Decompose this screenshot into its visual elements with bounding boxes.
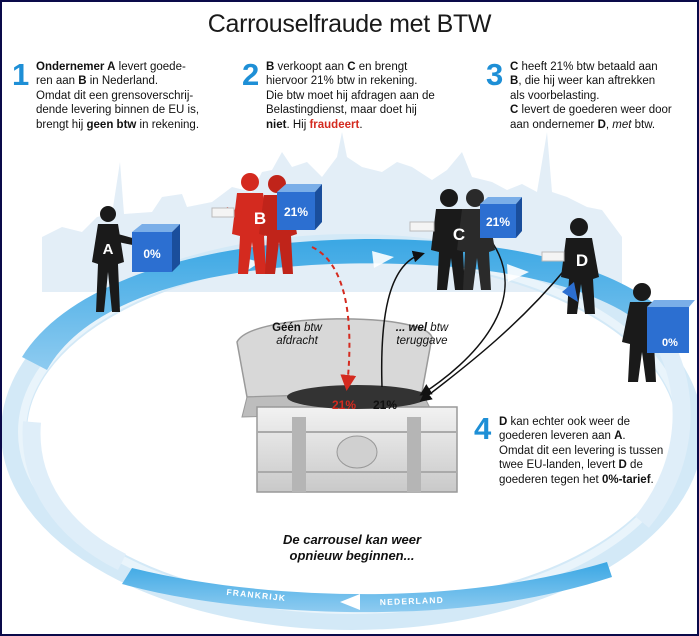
step-1-line2a: ren aan xyxy=(36,75,79,88)
no-vat-remittance-label: Géén btw afdracht xyxy=(252,322,342,348)
package-box-b xyxy=(277,184,322,230)
step-1-line2b: B xyxy=(78,75,87,88)
vat-refund-line2: teruggave xyxy=(396,335,448,347)
step-1-actor: Ondernemer A xyxy=(36,61,116,73)
person-b-label: B xyxy=(254,209,266,228)
step-4-line5c: . xyxy=(650,473,654,486)
chevron-right-icon xyxy=(372,251,394,268)
chevron-left-icon xyxy=(340,594,360,610)
step-2-line3: Die btw moet hij afdragen aan de xyxy=(266,89,435,102)
package-box-a xyxy=(132,224,180,272)
step-4-line4a: twee EU-landen, levert xyxy=(499,459,619,472)
no-vat-bold: Géén xyxy=(272,322,301,334)
step-3-line5b: D xyxy=(597,118,606,131)
person-d-label: D xyxy=(576,251,588,270)
black-vat-amount: 21% xyxy=(373,398,397,412)
step-3-number: 3 xyxy=(486,57,504,92)
step-4-line3: Omdat dit een levering is tussen xyxy=(499,444,664,457)
c-to-chest-arrow xyxy=(419,241,506,396)
vat-refund-label: ... wel btw teruggave xyxy=(377,322,467,348)
step-1-number: 1 xyxy=(12,57,30,92)
step-4-line5b: 0%-tarief xyxy=(601,473,651,486)
closing-line1: De carrousel kan weer xyxy=(282,532,422,547)
step-2-text: B verkoopt aan C en brengt hiervoor 21% … xyxy=(266,60,466,132)
road-label-nederland-top: NEDERLAND xyxy=(221,291,292,309)
step-3-text: C heeft 21% btw betaald aan B, die hij w… xyxy=(510,60,690,132)
box-c-label: 21% xyxy=(486,215,510,229)
d-to-chest-arrow xyxy=(419,266,568,402)
step-3-line5a: aan ondernemer xyxy=(510,118,598,131)
step-3-line3: als voorbelasting. xyxy=(510,89,600,102)
step-1-line3: Omdat dit een grensoverschrij- xyxy=(36,89,194,102)
step-1-text: Ondernemer A levert goede- ren aan B in … xyxy=(36,60,226,132)
step-4-line1b: kan echter ook weer de xyxy=(507,416,631,428)
red-vat-amount: 21% xyxy=(332,398,356,412)
road-label-nederland-bottom: NEDERLAND xyxy=(380,595,444,607)
step-3-line2a: B xyxy=(510,75,519,88)
step-4-number: 4 xyxy=(474,411,492,446)
step-4-line1a: D xyxy=(499,416,508,428)
vat-refund-arrow xyxy=(380,250,425,388)
step-1-line5a: brengt hij xyxy=(36,118,87,131)
vat-refund-bold: ... wel xyxy=(395,322,428,334)
step-2-line5b: . Hij xyxy=(286,118,310,131)
step-3-line1a: C xyxy=(510,61,519,73)
step-3-line2b: , die hij weer kan aftrekken xyxy=(518,75,656,88)
person-c xyxy=(409,189,522,290)
person-e xyxy=(622,283,695,382)
step-2-number: 2 xyxy=(242,57,260,92)
person-d xyxy=(541,218,599,314)
step-3-line5d: met xyxy=(612,118,632,131)
step-1-line4: dende levering binnen de EU is, xyxy=(36,104,200,117)
step-3-line5e: btw. xyxy=(631,118,656,131)
closing-line2: opnieuw beginnen... xyxy=(289,548,415,563)
step-2-fraud-word: fraudeert xyxy=(309,118,360,131)
step-2-line5a: niet xyxy=(266,118,287,131)
page-title: Carrouselfraude met BTW xyxy=(207,10,492,38)
step-4-line4b: D xyxy=(618,459,627,472)
person-a-label: A xyxy=(103,241,114,258)
step-1-line5c: in rekening. xyxy=(136,118,200,131)
step-2-line1b: verkoopt aan xyxy=(274,61,348,73)
step-3-line5c: , xyxy=(605,118,613,131)
step-3-line4b: levert de goederen weer door xyxy=(518,104,672,117)
step-4-line4c: de xyxy=(626,459,643,472)
person-a xyxy=(92,206,180,312)
vat-refund-italic: btw xyxy=(427,322,449,334)
box-b-label: 21% xyxy=(284,205,308,219)
no-vat-italic: btw xyxy=(300,322,322,334)
person-c-label: C xyxy=(453,225,465,244)
step-2-line1a: B xyxy=(266,61,275,73)
box-e-label: 0% xyxy=(662,337,678,349)
step-4-line5a: goederen tegen het xyxy=(499,473,602,486)
step-2-line1d: en brengt xyxy=(355,61,408,73)
step-1-line2c: in Nederland. xyxy=(86,75,159,88)
package-box-e xyxy=(647,300,695,353)
person-b xyxy=(211,173,322,274)
treasure-chest xyxy=(236,318,458,493)
step-3-line4a: C xyxy=(510,104,519,117)
closing-message: De carrousel kan weer opnieuw beginnen..… xyxy=(252,532,452,564)
step-2-line2: hiervoor 21% btw in rekening. xyxy=(266,75,418,88)
step-1-line5b: geen btw xyxy=(86,118,137,131)
step-3-line1b: heeft 21% btw betaald aan xyxy=(518,61,658,73)
red-dashed-arrow xyxy=(311,246,357,391)
step-2-line1c: C xyxy=(347,61,356,73)
package-box-c xyxy=(480,197,522,238)
step-4-line2c: . xyxy=(622,430,626,443)
no-vat-line2: afdracht xyxy=(276,335,318,347)
step-1-line1: levert goede- xyxy=(115,61,186,73)
ring-left-segment xyxy=(22,421,127,571)
step-2-line4: Belastingdienst, maar doet hij xyxy=(266,104,417,117)
road-band-bottom xyxy=(122,562,612,613)
step-2-line5d: . xyxy=(359,118,363,131)
road-label-frankrijk-top: FRANKRIJK xyxy=(113,319,172,353)
step-4-line2a: goederen leveren aan xyxy=(499,430,615,443)
step-4-line2b: A xyxy=(614,430,623,443)
box-a-label: 0% xyxy=(143,247,161,261)
step-4-text: D kan echter ook weer de goederen levere… xyxy=(499,415,689,487)
chevron-right-icon xyxy=(507,264,529,282)
